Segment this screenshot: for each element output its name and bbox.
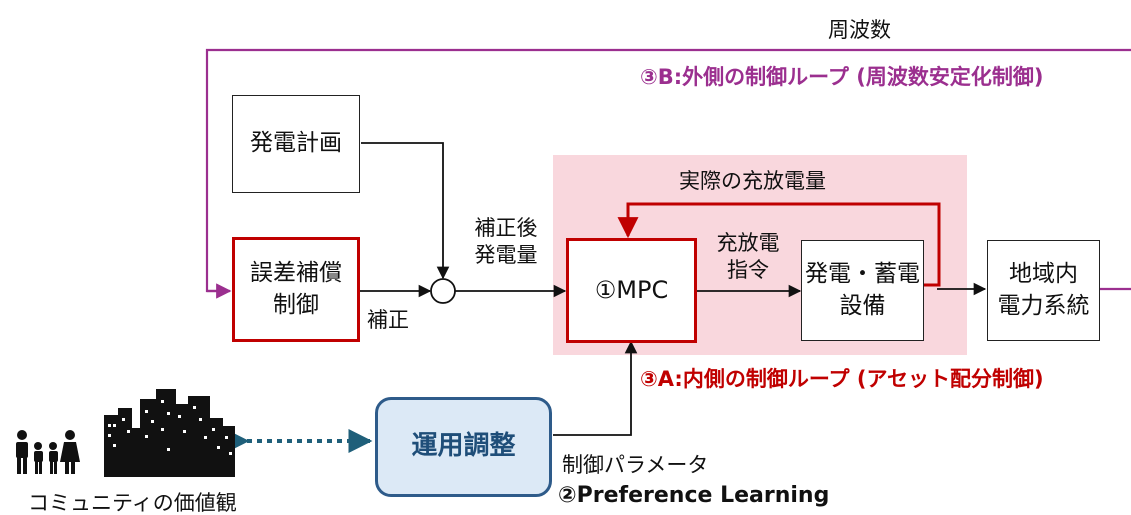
- operation-block: 運用調整: [375, 397, 552, 497]
- control-params-arrow: [553, 340, 638, 436]
- charge-cmd-label: 充放電 指令: [708, 230, 788, 285]
- grid-label-1: 地域内: [1009, 261, 1078, 288]
- corrected-gen-label: 補正後 発電量: [466, 215, 546, 270]
- inner-loop-label: ③A:内側の制御ループ (アセット配分制御): [640, 367, 1044, 391]
- outer-loop-label: ③B:外側の制御ループ (周波数安定化制御): [640, 65, 1044, 89]
- gen-storage-label-2: 設備: [839, 292, 886, 319]
- grid-block: 地域内 電力系統: [987, 240, 1100, 341]
- corrected-gen-label-2: 発電量: [474, 243, 538, 268]
- gen-plan-label: 発電計画: [250, 130, 342, 157]
- error-comp-label-2: 制御: [273, 291, 319, 318]
- gen-storage-label-1: 発電・蓄電: [805, 261, 920, 288]
- grid-label-2: 電力系統: [997, 292, 1090, 319]
- summing-junction: [430, 278, 456, 304]
- gen-plan-block: 発電計画: [232, 95, 360, 193]
- mpc-label: ①MPC: [594, 276, 669, 305]
- operation-label: 運用調整: [411, 431, 516, 462]
- charge-cmd-label-2: 指令: [727, 258, 769, 283]
- correction-label: 補正: [367, 308, 409, 332]
- inner-loop-line: [617, 202, 941, 287]
- community-values-label: コミュニティの価値観: [28, 491, 237, 515]
- error-comp-label-1: 誤差補償: [250, 260, 342, 287]
- mpc-block: ①MPC: [566, 238, 697, 343]
- frequency-label: 周波数: [828, 18, 891, 42]
- charge-cmd-label-1: 充放電: [716, 231, 780, 255]
- corrected-gen-label-1: 補正後: [474, 216, 538, 240]
- control-params-label: 制御パラメータ: [562, 453, 709, 477]
- error-comp-block: 誤差補償 制御: [232, 237, 360, 342]
- gen-plan-arrow: [361, 142, 450, 280]
- gen-storage-block: 発電・蓄電 設備: [801, 240, 924, 341]
- actual-charge-label: 実際の充放電量: [679, 169, 826, 193]
- preference-learning-label: ②Preference Learning: [558, 483, 830, 508]
